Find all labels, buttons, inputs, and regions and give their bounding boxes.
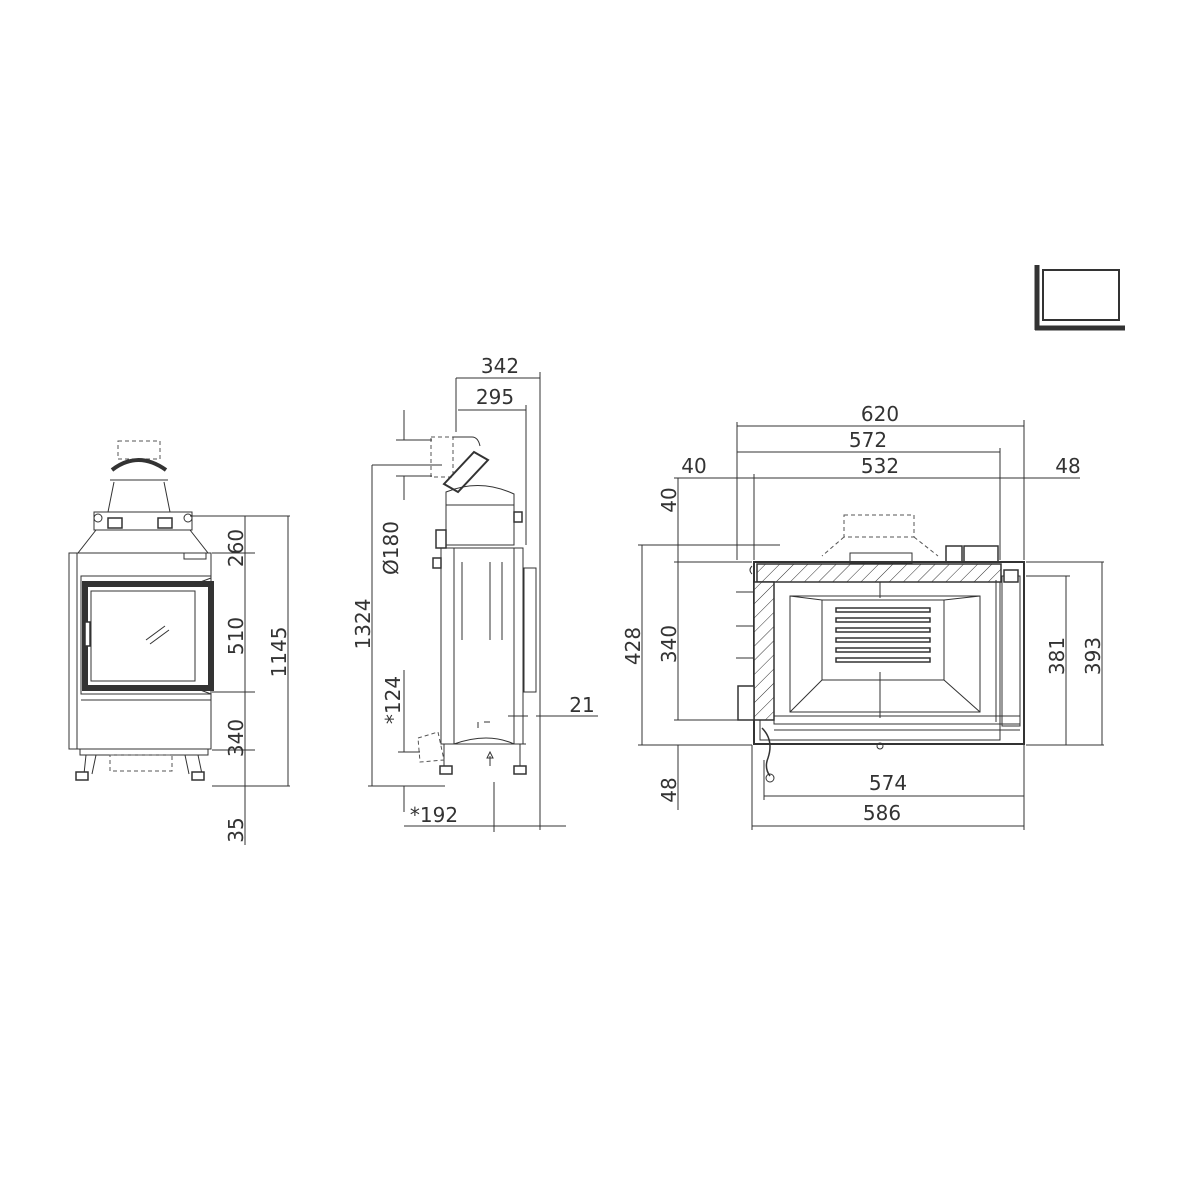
dim-top-574: 574 [869,771,907,795]
fireplace-side-elevation-icon [417,436,537,775]
dim-front-35: 35 [224,817,248,842]
dim-top-381: 381 [1045,637,1069,675]
dim-side-192: *192 [410,803,458,827]
dim-top-620: 620 [861,402,899,426]
dim-top-48-horizontal: 48 [1055,454,1080,478]
corner-symbol-icon [1034,265,1125,331]
dim-side-21: 21 [569,693,594,717]
dim-side-342: 342 [481,354,519,378]
dim-top-40-horizontal: 40 [681,454,706,478]
dim-front-340: 340 [224,719,248,757]
dim-top-586: 586 [863,801,901,825]
dim-front-1145: 1145 [267,627,291,678]
dim-front-510: 510 [224,617,248,655]
side-view: 342 295 Ø180 1324 *124 21 *192 [351,354,598,832]
front-view: 260 510 340 1145 35 [68,440,291,845]
dim-front-260: 260 [224,529,248,567]
dim-top-572: 572 [849,428,887,452]
dim-side-295: 295 [476,385,514,409]
dim-top-48-vertical: 48 [657,777,681,802]
dim-side-flue-diameter: Ø180 [379,521,403,575]
dim-top-532: 532 [861,454,899,478]
dim-side-124: *124 [381,676,405,724]
dim-side-1324: 1324 [351,599,375,650]
top-view: 620 572 532 40 48 40 428 340 381 393 48 … [621,402,1105,830]
dim-top-428: 428 [621,627,645,665]
dim-top-393: 393 [1081,637,1105,675]
dim-top-40-vertical: 40 [657,487,681,512]
fireplace-plan-section-icon [736,514,1025,783]
fireplace-front-elevation-icon [68,440,214,781]
dim-top-340: 340 [657,625,681,663]
